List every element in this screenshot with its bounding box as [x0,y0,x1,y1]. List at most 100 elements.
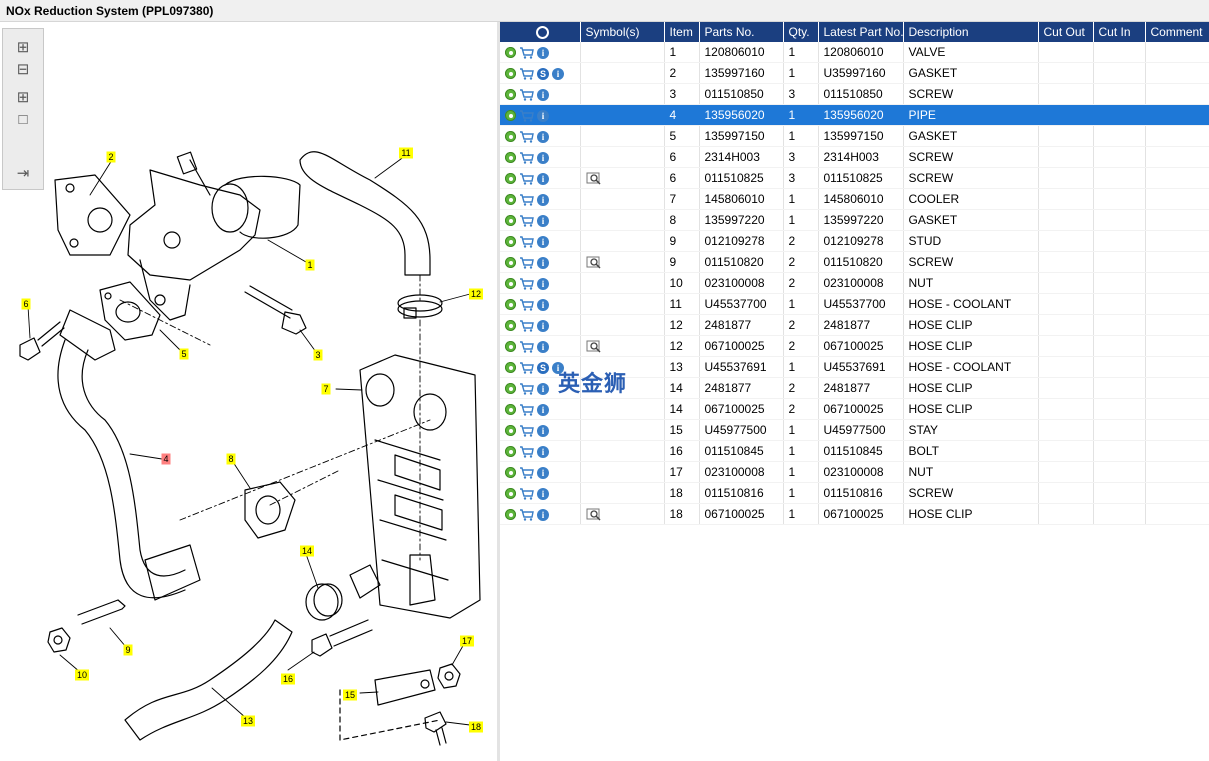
info-icon[interactable]: i [537,466,549,479]
callout-2[interactable]: 2 [106,151,116,163]
cart-icon[interactable] [519,171,537,185]
cart-icon[interactable] [519,444,537,458]
magnifier-icon[interactable] [586,507,605,521]
gear-icon[interactable] [505,68,516,80]
gear-icon[interactable] [505,446,516,458]
magnifier-icon[interactable] [586,339,605,353]
header-cut-out[interactable]: Cut Out [1038,22,1094,42]
info-icon[interactable]: i [537,340,549,353]
info-icon[interactable]: i [537,256,549,269]
callout-8[interactable]: 8 [226,453,236,465]
header-cut-in[interactable]: Cut In [1093,22,1146,42]
cart-icon[interactable] [519,129,537,143]
gear-icon[interactable] [505,173,516,185]
info-icon[interactable]: i [537,214,549,227]
callout-7[interactable]: 7 [321,383,331,395]
cart-icon[interactable] [519,402,537,416]
gear-icon[interactable] [505,236,516,248]
gear-icon[interactable] [505,110,516,122]
callout-11[interactable]: 11 [399,147,413,159]
info-icon[interactable]: i [537,172,549,185]
info-icon[interactable]: i [537,88,549,101]
gear-icon[interactable] [505,47,516,59]
cart-icon[interactable] [519,381,537,395]
callout-16[interactable]: 16 [281,673,295,685]
cart-icon[interactable] [519,318,537,332]
callout-10[interactable]: 10 [75,669,89,681]
part-screw-3[interactable] [244,285,307,335]
part-nut-17[interactable] [437,663,461,689]
cart-icon[interactable] [519,360,537,374]
callout-3[interactable]: 3 [313,349,323,361]
header-symbol-s[interactable]: Symbol(s) [580,22,665,42]
callout-4[interactable]: 4 [161,453,171,465]
part-hose-13[interactable] [124,619,293,741]
magnifier-icon[interactable] [586,171,605,185]
gear-icon[interactable] [505,194,516,206]
info-icon[interactable]: i [537,151,549,164]
gear-icon[interactable] [505,278,516,290]
cart-icon[interactable] [519,87,537,101]
part-pipe-4[interactable] [57,309,201,601]
callout-5[interactable]: 5 [179,348,189,360]
callout-18[interactable]: 18 [469,721,483,733]
header-search-cell[interactable] [500,22,581,42]
cart-icon[interactable] [519,108,537,122]
cart-icon[interactable] [519,297,537,311]
part-cooler-7[interactable] [349,354,481,619]
info-icon[interactable]: i [537,277,549,290]
part-stay-15[interactable] [339,669,441,741]
header-description[interactable]: Description [903,22,1039,42]
gear-icon[interactable] [505,383,516,395]
part-gasket-8[interactable] [244,481,296,539]
gear-icon[interactable] [505,299,516,311]
callout-14[interactable]: 14 [300,545,314,557]
info-icon[interactable]: i [537,46,549,59]
cart-icon[interactable] [519,234,537,248]
info-icon[interactable]: i [537,382,549,395]
callout-12[interactable]: 12 [469,288,483,300]
info-icon[interactable]: i [537,235,549,248]
cart-icon[interactable] [519,486,537,500]
gear-icon[interactable] [505,257,516,269]
cart-icon[interactable] [519,192,537,206]
gear-icon[interactable] [505,131,516,143]
cart-icon[interactable] [519,66,537,80]
info-icon[interactable]: i [537,487,549,500]
header-parts-no[interactable]: Parts No. [699,22,784,42]
info-icon[interactable]: i [537,508,549,521]
gear-icon[interactable] [505,467,516,479]
info-icon[interactable]: i [537,130,549,143]
header-qty[interactable]: Qty. [783,22,819,42]
info-icon[interactable]: i [537,298,549,311]
part-hose-11[interactable] [299,151,431,276]
gear-icon[interactable] [505,320,516,332]
part-nut-10[interactable] [47,627,71,653]
gear-icon[interactable] [505,362,516,374]
info-icon[interactable]: i [537,424,549,437]
zoom-out-button[interactable]: ⊟ [13,59,33,79]
cart-icon[interactable] [519,339,537,353]
callout-13[interactable]: 13 [241,715,255,727]
callout-1[interactable]: 1 [305,259,315,271]
info-icon[interactable]: i [537,319,549,332]
callout-15[interactable]: 15 [343,689,357,701]
